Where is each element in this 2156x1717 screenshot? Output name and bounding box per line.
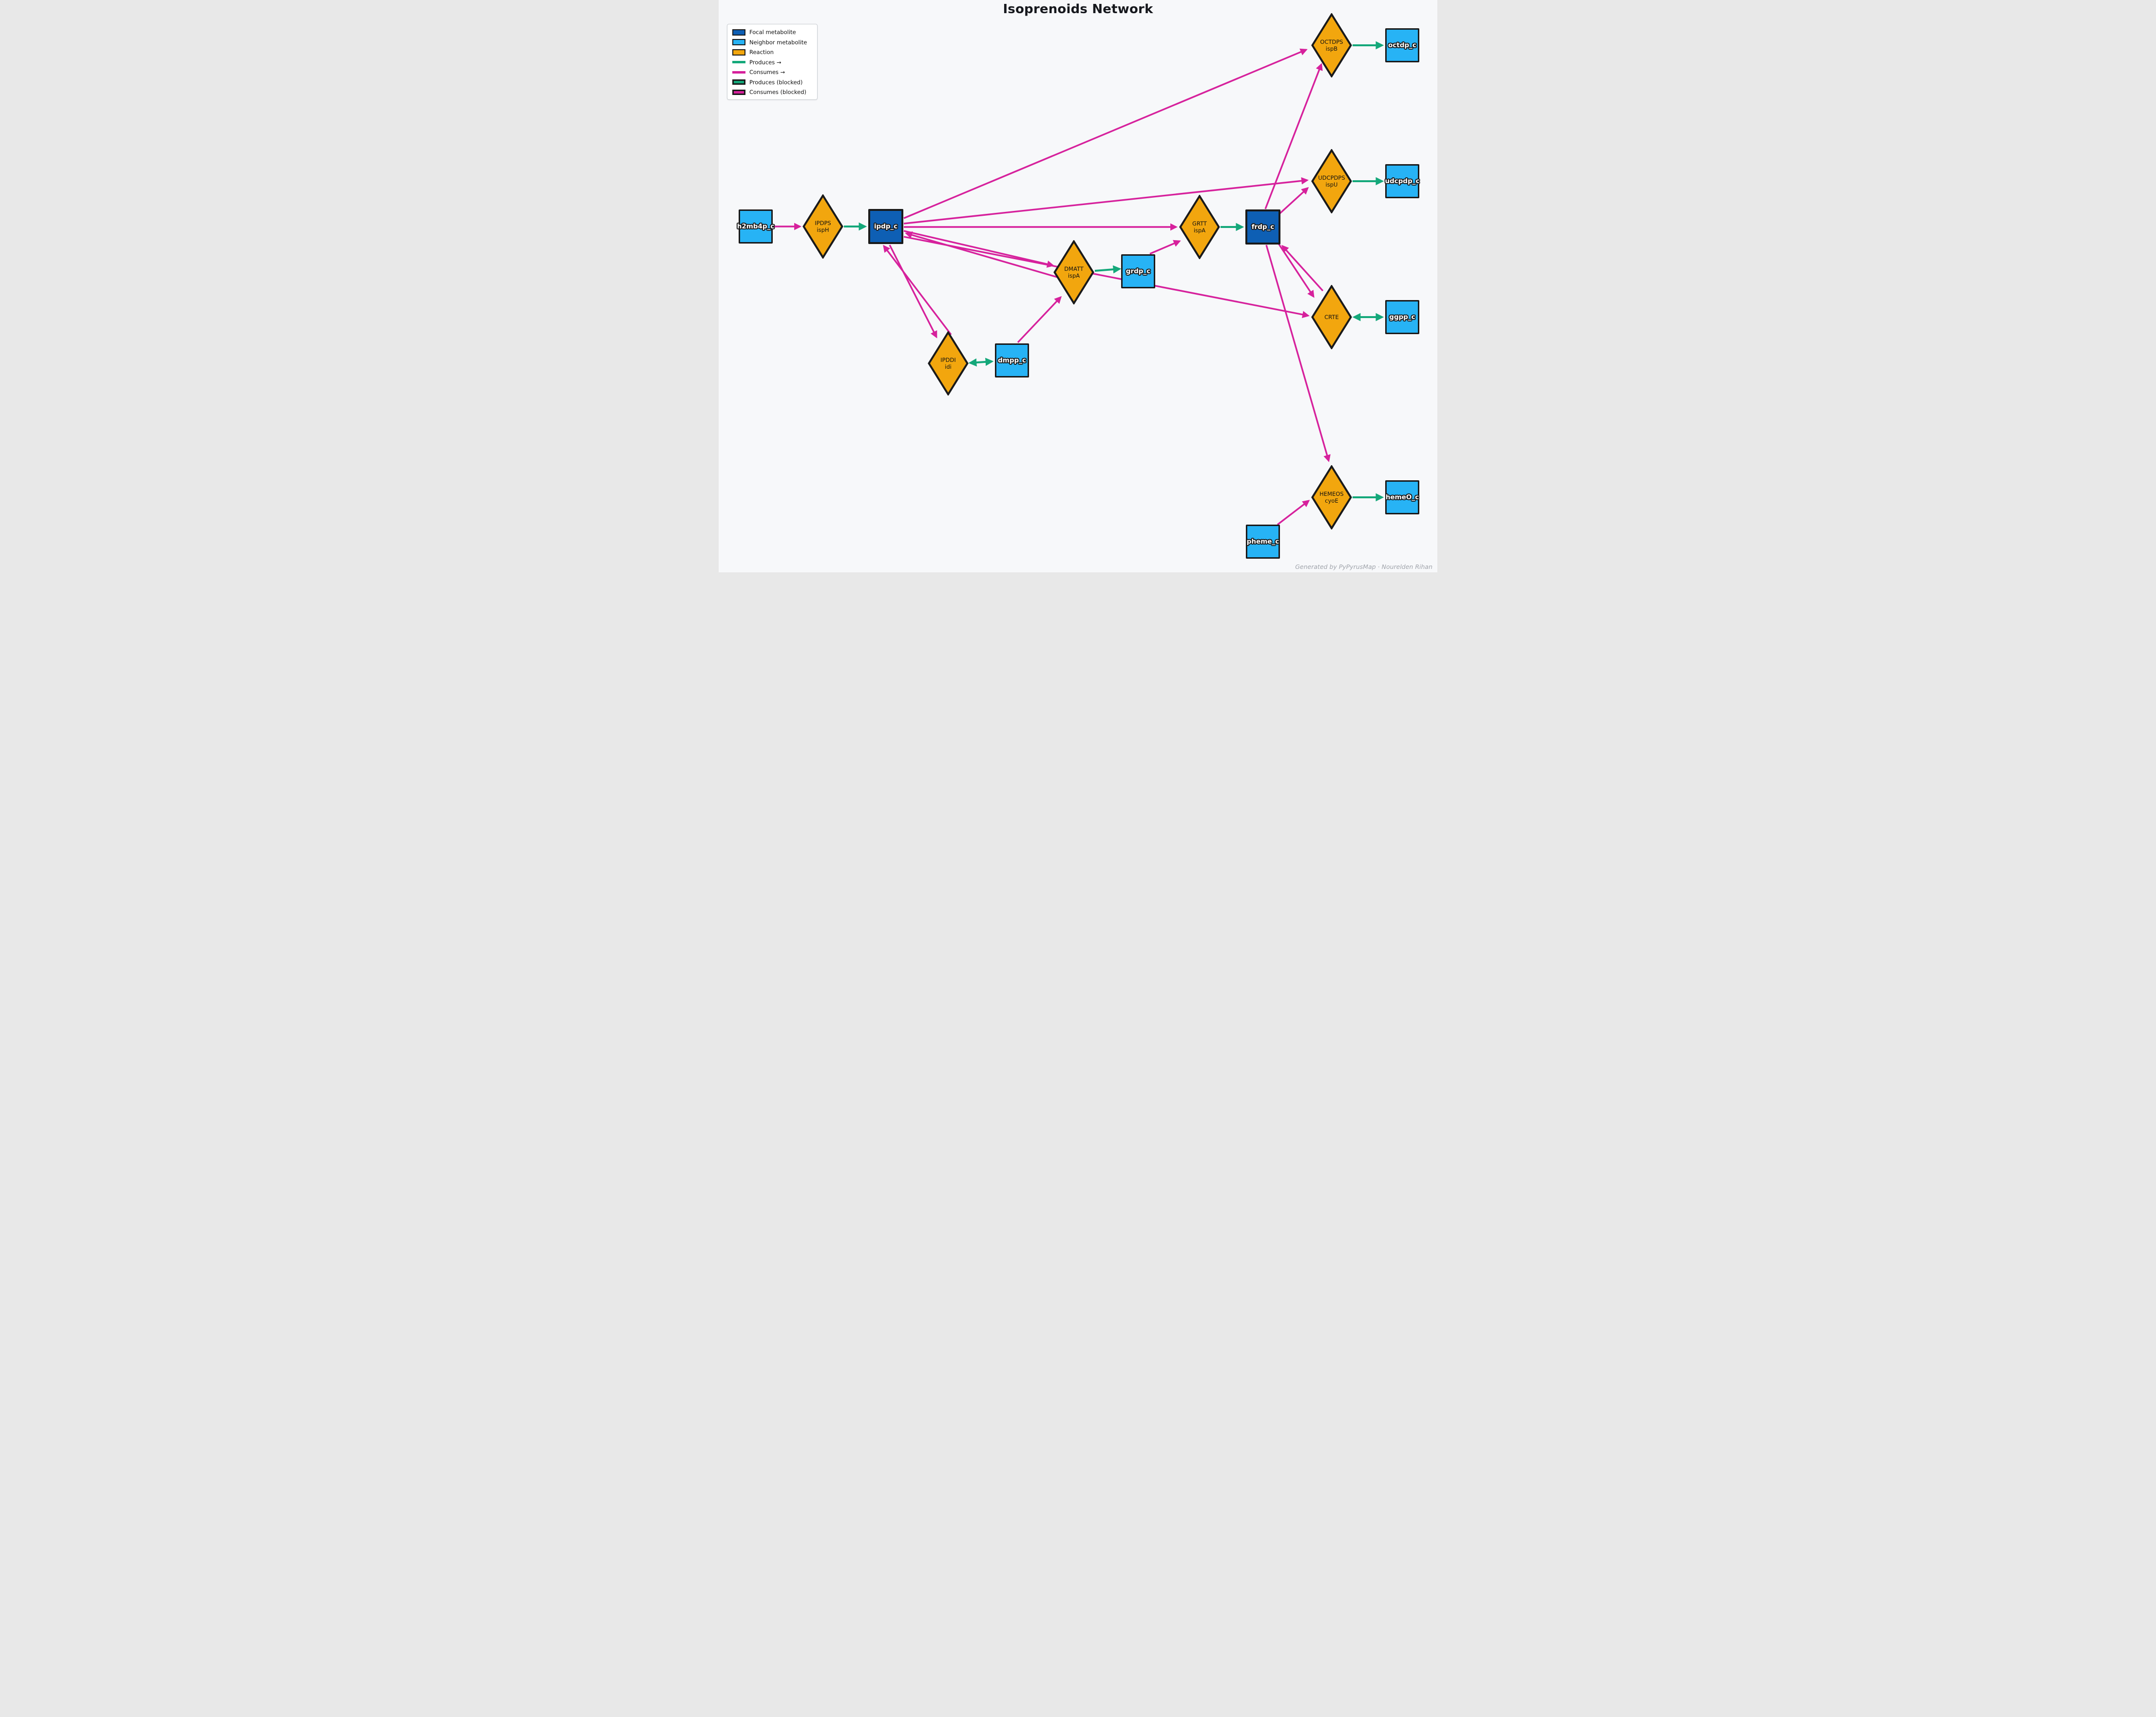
legend-label: Produces (blocked) <box>749 78 803 86</box>
metabolite-node-octdp_c: octdp_c <box>1385 28 1419 62</box>
legend-label: Consumes → <box>749 69 785 75</box>
reaction-diamond-icon <box>1053 240 1094 304</box>
legend-label: Produces → <box>749 58 782 66</box>
edge-frdp_c-CRTE <box>1277 242 1315 298</box>
legend-label: Focal metabolite <box>749 29 796 36</box>
metabolite-node-ggpp_c: ggpp_c <box>1385 300 1419 334</box>
edge-ipdp_c-IPDDI <box>889 245 937 339</box>
edge-layer <box>773 41 1384 526</box>
metabolite-node-hemeO_c: hemeO_c <box>1385 480 1419 514</box>
metabolite-label-h2mb4p_c: h2mb4p_c <box>737 223 775 230</box>
edge-frdp_c-OCTDPS <box>1264 63 1323 209</box>
metabolite-node-ipdp_c: ipdp_c <box>868 209 903 244</box>
reaction-node-CRTE: CRTE <box>1311 285 1352 349</box>
legend-item-6: Consumes (blocked) <box>732 89 812 95</box>
edge-pheme_c-HEMEOS <box>1277 500 1310 526</box>
metabolite-label-pheme_c: pheme_c <box>1246 538 1279 546</box>
metabolite-label-frdp_c: frdp_c <box>1251 223 1275 231</box>
reaction-diamond-icon <box>1311 149 1352 213</box>
legend-item-0: Focal metabolite <box>732 29 812 36</box>
legend-item-1: Neighbor metabolite <box>732 39 812 46</box>
legend-swatch-consumes-line-blocked <box>732 89 745 95</box>
metabolite-label-hemeO_c: hemeO_c <box>1385 493 1419 501</box>
edge-ipdp_c-OCTDPS <box>903 48 1308 219</box>
metabolite-node-h2mb4p_c: h2mb4p_c <box>737 209 775 244</box>
page-title: Isoprenoids Network <box>1003 2 1153 17</box>
reaction-diamond-icon <box>1311 13 1352 77</box>
legend-item-3: Produces → <box>732 59 812 66</box>
legend-swatch-produces-line-blocked <box>732 79 745 85</box>
legend-item-5: Produces (blocked) <box>732 79 812 86</box>
metabolite-label-ggpp_c: ggpp_c <box>1389 313 1415 321</box>
reaction-diamond-icon <box>1311 465 1352 529</box>
legend-swatch-consumes-line <box>732 71 745 74</box>
metabolite-label-udcpdp_c: udcpdp_c <box>1385 177 1420 185</box>
edge-CRTE-frdp_c <box>1281 245 1324 292</box>
legend-label: Neighbor metabolite <box>749 38 807 46</box>
metabolite-node-grdp_c: grdp_c <box>1121 254 1155 288</box>
metabolite-label-octdp_c: octdp_c <box>1388 41 1416 49</box>
legend-label: Consumes (blocked) <box>749 89 807 95</box>
edge-ipdp_c-DMATT <box>903 230 1054 268</box>
edge-DMATT-grdp_c <box>1094 265 1122 274</box>
reaction-diamond-icon <box>802 194 843 259</box>
edge-grdp_c-GRTT <box>1149 240 1181 255</box>
reaction-label-CRTE: CRTE <box>1324 313 1339 321</box>
attribution-text: Generated by PyPyrusMap · Nourelden Riha… <box>1295 563 1432 570</box>
edges-group <box>773 41 1384 526</box>
edge-IPDDI-dmpp_c <box>968 358 994 367</box>
legend-swatch-produces-line <box>732 61 745 63</box>
reaction-diamond-icon <box>1179 195 1220 259</box>
metabolite-label-grdp_c: grdp_c <box>1126 267 1151 275</box>
edge-ipdp_c-UDCPDPS <box>903 177 1309 225</box>
legend-label: Reaction <box>749 49 774 56</box>
reaction-diamond-icon <box>1311 285 1352 349</box>
edge-frdp_c-HEMEOS <box>1265 245 1331 462</box>
metabolite-label-dmpp_c: dmpp_c <box>998 357 1026 364</box>
legend-item-4: Consumes → <box>732 69 812 75</box>
edge-ipdp_c-CRTE <box>903 236 1310 319</box>
legend-swatch-focal-box <box>732 29 745 36</box>
legend-swatch-reaction-box <box>732 49 745 56</box>
metabolite-label-ipdp_c: ipdp_c <box>874 223 898 230</box>
metabolite-node-dmpp_c: dmpp_c <box>995 343 1029 377</box>
metabolite-node-pheme_c: pheme_c <box>1246 525 1280 559</box>
metabolite-node-udcpdp_c: udcpdp_c <box>1385 164 1420 198</box>
edge-DMATT-ipdp_c <box>905 231 1058 278</box>
legend-item-2: Reaction <box>732 49 812 56</box>
edge-IPDDI-ipdp_c <box>883 245 952 336</box>
edge-dmpp_c-DMATT <box>1017 296 1062 343</box>
metabolite-node-frdp_c: frdp_c <box>1245 209 1280 245</box>
legend-swatch-neighbor-box <box>732 39 745 45</box>
edge-frdp_c-UDCPDPS <box>1279 187 1309 214</box>
reaction-diamond-icon <box>928 331 969 396</box>
